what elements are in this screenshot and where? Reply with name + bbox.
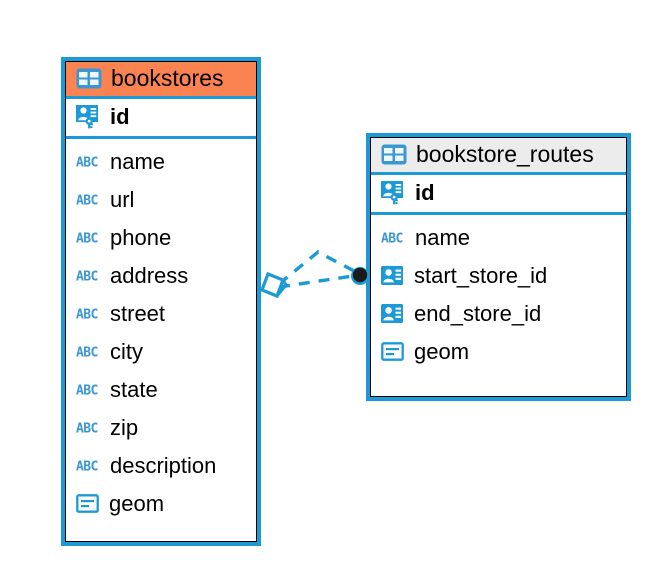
table-icon [76, 68, 102, 89]
abc-text-icon: ABC [76, 227, 102, 249]
entity-bookstores-field-list: ABC name ABC url A [66, 139, 256, 541]
entity-bookstore-routes-primary-key-label: id [415, 180, 435, 205]
svg-text:ABC: ABC [76, 460, 98, 474]
field-row[interactable]: geom [76, 485, 248, 523]
entity-bookstores-primary-key-label: id [110, 104, 130, 129]
relationship-line-arc [277, 249, 357, 286]
svg-text:ABC: ABC [76, 232, 98, 246]
entity-bookstores-primary-key-row[interactable]: id [66, 99, 256, 139]
field-label: start_store_id [414, 263, 548, 288]
field-label: city [110, 339, 143, 364]
entity-bookstore-routes-title: bookstore_routes [416, 141, 594, 167]
table-icon [381, 144, 407, 165]
field-row[interactable]: ABC phone [76, 219, 248, 257]
field-label: street [110, 301, 166, 326]
field-row[interactable]: ABC address [76, 257, 248, 295]
entity-bookstores[interactable]: bookstores [61, 57, 261, 546]
field-label: name [110, 149, 166, 174]
svg-text:ABC: ABC [76, 422, 98, 436]
entity-bookstore-routes-body: bookstore_routes [370, 137, 627, 397]
entity-bookstore-routes-header[interactable]: bookstore_routes [371, 138, 626, 175]
abc-text-icon: ABC [76, 265, 102, 287]
svg-text:ABC: ABC [381, 232, 403, 246]
field-label: end_store_id [414, 301, 542, 326]
field-row[interactable]: ABC name [381, 219, 618, 257]
entity-bookstore-routes[interactable]: bookstore_routes [366, 133, 631, 401]
svg-text:ABC: ABC [76, 194, 98, 208]
field-row[interactable]: ABC street [76, 295, 248, 333]
geometry-icon [76, 494, 101, 514]
svg-text:ABC: ABC [76, 308, 98, 322]
geometry-icon [381, 342, 406, 362]
field-row[interactable]: geom [381, 333, 618, 371]
field-row[interactable]: ABC city [76, 333, 248, 371]
entity-bookstore-routes-primary-key-row[interactable]: id [371, 175, 626, 215]
field-row[interactable]: ABC url [76, 181, 248, 219]
diamond-marker [259, 271, 288, 299]
field-label: geom [414, 339, 470, 364]
entity-bookstore-routes-field-list: ABC name [371, 215, 626, 396]
field-label: url [110, 187, 135, 212]
field-row[interactable]: ABC zip [76, 409, 248, 447]
field-row[interactable]: ABC state [76, 371, 248, 409]
abc-text-icon: ABC [76, 341, 102, 363]
svg-text:ABC: ABC [76, 346, 98, 360]
field-row[interactable]: end_store_id [381, 295, 618, 333]
abc-text-icon: ABC [381, 227, 407, 249]
abc-text-icon: ABC [76, 455, 102, 477]
abc-text-icon: ABC [76, 417, 102, 439]
relationship-line-straight [278, 274, 354, 289]
abc-text-icon: ABC [76, 303, 102, 325]
field-label: description [110, 453, 217, 478]
field-row[interactable]: start_store_id [381, 257, 618, 295]
field-row[interactable]: ABC description [76, 447, 248, 485]
field-label: name [415, 225, 471, 250]
field-label: geom [109, 491, 165, 516]
abc-text-icon: ABC [76, 189, 102, 211]
entity-bookstores-body: bookstores [65, 61, 257, 542]
entity-bookstores-header[interactable]: bookstores [66, 62, 256, 99]
field-label: phone [110, 225, 172, 250]
field-label: address [110, 263, 189, 288]
field-label: state [110, 377, 158, 402]
foreign-key-icon [381, 303, 406, 325]
svg-text:ABC: ABC [76, 270, 98, 284]
primary-key-icon [76, 105, 102, 129]
primary-key-icon [381, 181, 407, 205]
abc-text-icon: ABC [76, 379, 102, 401]
field-label: zip [110, 415, 139, 440]
field-row[interactable]: ABC name [76, 143, 248, 181]
foreign-key-icon [381, 265, 406, 287]
svg-text:ABC: ABC [76, 156, 98, 170]
entity-bookstores-title: bookstores [111, 65, 224, 91]
svg-text:ABC: ABC [76, 384, 98, 398]
abc-text-icon: ABC [76, 151, 102, 173]
